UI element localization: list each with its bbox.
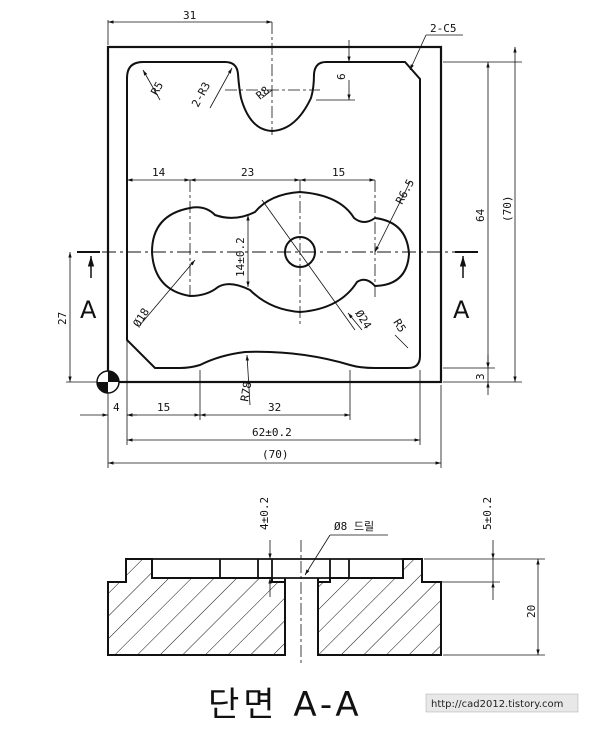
- dim-31: 31: [183, 9, 196, 22]
- section-label-right: A: [453, 296, 470, 324]
- dim-r5-bottom: R5: [390, 317, 408, 335]
- outer-outline: [106, 45, 443, 384]
- dim-32: 32: [268, 401, 281, 414]
- dim-5-tol: 5±0.2: [481, 497, 494, 530]
- dim-chamfer: 2-C5: [430, 22, 457, 35]
- dim-14-tol: 14±0.2: [234, 237, 247, 277]
- drill-note: Ø8 드릴: [334, 520, 374, 533]
- dim-r78: R78: [238, 381, 254, 403]
- section-hatch-right: [317, 558, 442, 656]
- dim-15-top: 15: [332, 166, 345, 179]
- dim-70-side: (70): [501, 196, 514, 223]
- dim-r3: 2-R3: [189, 80, 213, 110]
- dim-6: 6: [335, 73, 348, 80]
- inner-profile: [150, 190, 411, 314]
- section-label-left: A: [80, 296, 97, 324]
- dim-64: 64: [474, 208, 487, 222]
- dim-r5-top: R5: [148, 80, 166, 98]
- dim-dia-24: Ø24: [352, 308, 374, 332]
- dim-r8: R8: [254, 84, 273, 102]
- watermark-text: http://cad2012.tistory.com: [431, 699, 563, 710]
- top-view: A A: [56, 9, 522, 468]
- dim-15-bottom: 15: [157, 401, 170, 414]
- pocket-outline: [126, 61, 421, 369]
- dim-dia-18: Ø18: [131, 306, 153, 330]
- dim-3: 3: [474, 373, 487, 380]
- dim-r6-5: R6.5: [393, 177, 417, 207]
- origin-symbol: [96, 370, 120, 394]
- watermark: http://cad2012.tistory.com: [425, 693, 579, 713]
- dim-70-bottom: (70): [262, 448, 289, 461]
- section-view: 4±0.2 Ø8 드릴 5±0.2 20: [107, 497, 545, 665]
- dim-23: 23: [241, 166, 254, 179]
- dim-62: 62±0.2: [252, 426, 292, 439]
- dim-4: 4: [113, 401, 120, 414]
- dim-27: 27: [56, 312, 69, 325]
- dim-14: 14: [152, 166, 166, 179]
- section-caption: 단면 A-A: [208, 685, 363, 725]
- dim-4-tol: 4±0.2: [258, 497, 271, 530]
- dim-20: 20: [525, 605, 538, 618]
